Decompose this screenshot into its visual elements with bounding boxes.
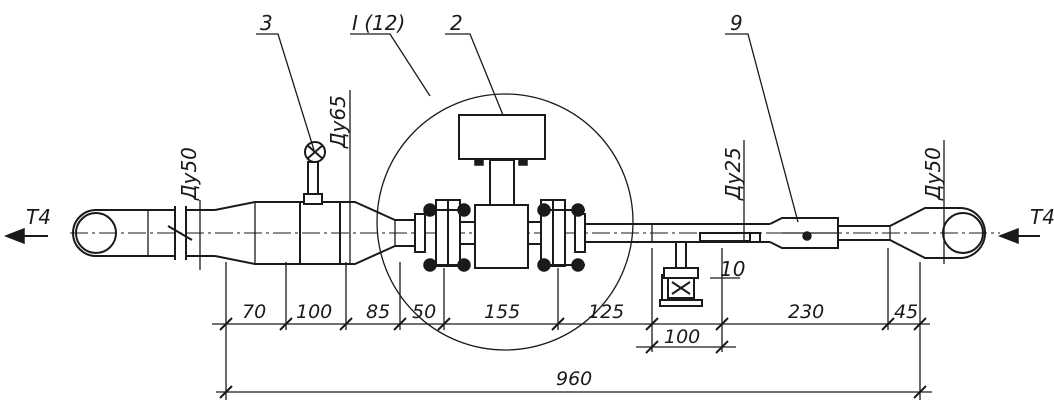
flow-arrow-left: T4	[3, 205, 51, 245]
diameter-label-du50-right: Ду50	[921, 147, 945, 201]
ball-valve	[659, 242, 703, 307]
dim-230: 230	[788, 301, 824, 323]
callout-10: 10	[720, 257, 745, 281]
callout-2: 2	[450, 11, 463, 35]
right-pipe-end	[838, 207, 986, 259]
dim-45: 45	[894, 301, 918, 323]
dim-100-b: 100	[664, 326, 700, 348]
detail-circle	[376, 93, 634, 351]
dim-155: 155	[484, 301, 520, 323]
dimension-lines	[212, 248, 932, 400]
diameter-label-du65: Ду65	[326, 95, 350, 149]
strainer-filter	[769, 217, 839, 249]
callout-3: 3	[260, 11, 273, 35]
flow-label-left: T4	[26, 205, 51, 229]
callout-9: 9	[730, 11, 743, 35]
thermometer-sensor	[303, 141, 326, 205]
diameter-markers	[199, 90, 945, 270]
flow-arrow-right: T4	[997, 205, 1054, 245]
callout-detail-i12: I (12)	[352, 11, 405, 35]
dim-70: 70	[242, 301, 266, 323]
left-pipe-end	[72, 206, 215, 260]
reducer-to-flowmeter	[340, 201, 415, 265]
callout-leaders	[256, 33, 799, 279]
diameter-label-du50-left: Ду50	[177, 147, 201, 201]
dim-85: 85	[366, 301, 390, 323]
flow-label-right: T4	[1030, 205, 1054, 229]
straight-pipe	[585, 223, 770, 243]
diameter-label-du25: Ду25	[721, 147, 745, 201]
dim-100-a: 100	[296, 301, 332, 323]
dim-960: 960	[556, 368, 592, 390]
flowmeter-assembly	[414, 114, 586, 272]
dim-50: 50	[412, 301, 436, 323]
dim-125: 125	[588, 301, 624, 323]
